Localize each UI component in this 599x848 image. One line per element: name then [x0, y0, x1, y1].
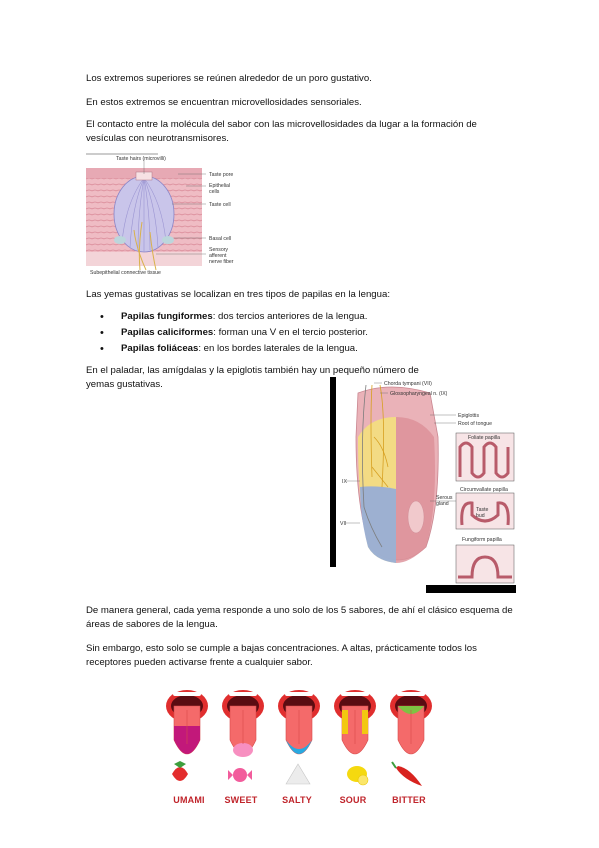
paragraph-papilas-intro: Las yemas gustativas se localizan en tre… — [86, 289, 390, 300]
paragraph-taste-pore: Los extremos superiores se reúnen alrede… — [86, 73, 372, 84]
bullet-term: Papilas foliáceas — [121, 343, 199, 354]
tongue-salty-icon — [278, 690, 320, 755]
paragraph-paladar: En el paladar, las amígdalas y la epiglo… — [86, 365, 419, 390]
label-epiglottis: Epiglottis — [458, 413, 479, 419]
flavor-label-bitter: BITTER — [392, 795, 426, 805]
bullet-desc: : forman una V en el tercio posterior. — [213, 327, 368, 338]
taste-bud-diagram: Taste hairs (microvilli) Taste pore Epit… — [86, 153, 234, 276]
label-epithelial: Epithelial — [209, 183, 230, 189]
tongue-papillae-diagram: Chorda tympani (VII) Glossopharyngeal n.… — [330, 377, 516, 593]
label-sensory: Sensory — [209, 247, 228, 253]
label-taste-pore: Taste pore — [209, 172, 233, 178]
label-serous: Serous — [436, 495, 453, 501]
bullet-term: Papilas fungiformes — [121, 311, 213, 322]
label-circumvallate: Circumvallate papilla — [460, 487, 508, 493]
label-taste-cell: Taste cell — [209, 202, 231, 208]
label-foliate: Foliate papilla — [468, 435, 500, 441]
label-root: Root of tongue — [458, 421, 492, 427]
label-gland: gland — [436, 501, 449, 507]
paragraph-sin-embargo: Sin embargo, esto solo se cumple a bajas… — [86, 643, 477, 668]
label-nerve-fiber: nerve fiber — [209, 259, 234, 265]
papilas-list: Papilas fungiformes: dos tercios anterio… — [100, 309, 368, 357]
label-basal-cell: Basal cell — [209, 236, 231, 242]
paragraph-general: De manera general, cada yema responde a … — [86, 605, 513, 630]
label-connective: Subepithelial connective tissue — [90, 270, 161, 276]
tongue-umami-icon — [166, 690, 208, 755]
label-taste: Taste — [476, 507, 489, 513]
paragraph-microvilli: En estos extremos se encuentran microvel… — [86, 97, 362, 108]
label-glosso: Glossopharyngeal n. (IX) — [390, 391, 448, 397]
tongue-sour-icon — [334, 690, 376, 755]
label-afferent: afferent — [209, 253, 227, 259]
list-item: Papilas caliciformes: forman una V en el… — [100, 325, 368, 341]
label-nerve-vii: VII — [340, 521, 346, 527]
bullet-desc: : dos tercios anteriores de la lengua. — [212, 311, 368, 322]
label-cells: cells — [209, 189, 220, 195]
tongue-sweet-icon — [222, 690, 264, 757]
tongue-bitter-icon — [390, 690, 432, 755]
flavor-tongues-illustration — [166, 690, 432, 786]
bullet-term: Papilas caliciformes — [121, 327, 214, 338]
label-fungiform: Fungiform papilla — [462, 537, 502, 543]
paragraph-contact: El contacto entre la molécula del sabor … — [86, 119, 477, 144]
label-bud: bud — [476, 513, 485, 519]
flavor-label-sour: SOUR — [339, 795, 367, 805]
bullet-desc: : en los bordes laterales de la lengua. — [198, 343, 358, 354]
label-chorda: Chorda tympani (VII) — [384, 381, 432, 387]
list-item: Papilas foliáceas: en los bordes lateral… — [100, 341, 368, 357]
list-item: Papilas fungiformes: dos tercios anterio… — [100, 309, 368, 325]
flavor-label-umami: UMAMI — [173, 795, 205, 805]
label-taste-hairs: Taste hairs (microvilli) — [116, 156, 166, 162]
flavor-label-sweet: SWEET — [224, 795, 258, 805]
flavor-label-salty: SALTY — [282, 795, 312, 805]
label-nerve-ix: IX — [342, 479, 347, 485]
